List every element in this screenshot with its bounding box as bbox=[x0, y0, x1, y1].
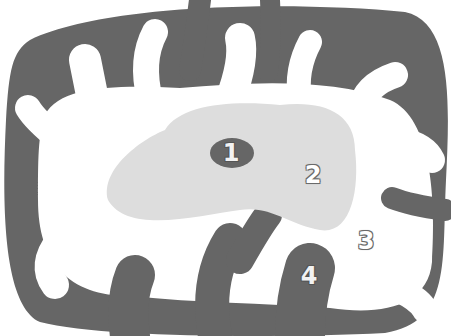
callout-number: 1 bbox=[223, 141, 240, 165]
inner-folds bbox=[28, 32, 432, 310]
callout-number: 3 bbox=[358, 229, 375, 253]
callout-number: 2 bbox=[305, 163, 322, 187]
outer-region bbox=[4, 6, 448, 336]
core-body bbox=[210, 138, 254, 168]
callout-number: 4 bbox=[301, 264, 318, 288]
matrix-region bbox=[107, 103, 356, 230]
